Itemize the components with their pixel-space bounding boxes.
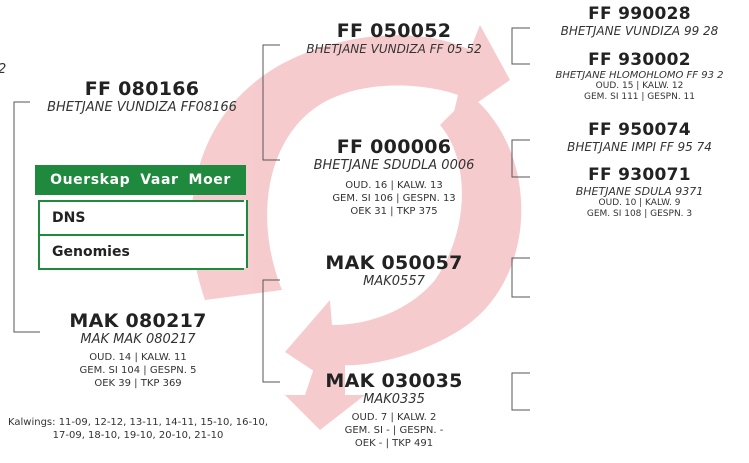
stat-line: GEM. SI 111 | GESPN. 11: [530, 92, 749, 103]
stat-line: GEM. SI 108 | GESPN. 3: [530, 209, 749, 220]
sire-sire-sire-code: FF 990028: [530, 4, 749, 24]
sire-sire-sire-name: BHETJANE VUNDIZA 99 28: [530, 24, 749, 38]
sire-code: FF 080166: [22, 78, 262, 100]
stat-line: OUD. 16 | KALW. 13: [278, 179, 510, 192]
calvings-line: Kalwings: 11-09, 12-12, 13-11, 14-11, 15…: [0, 416, 276, 429]
stat-line: OUD. 15 | KALW. 12: [530, 81, 749, 92]
parentage-header[interactable]: Ouerskap Vaar Moer: [35, 165, 246, 195]
calvings-line: 17-09, 18-10, 19-10, 20-10, 21-10: [0, 429, 276, 442]
dam-sire-node[interactable]: MAK 050057 MAK0557: [278, 252, 510, 289]
stat-line: OUD. 7 | KALW. 2: [278, 411, 510, 424]
stat-line: OUD. 10 | KALW. 9: [530, 198, 749, 209]
sire-dam-name: BHETJANE SDUDLA 0006: [278, 158, 510, 173]
sire-dam-sire-node[interactable]: FF 950074 BHETJANE IMPI FF 95 74: [530, 120, 749, 154]
panel-item-genomics[interactable]: Genomies: [40, 236, 242, 268]
sire-name: BHETJANE VUNDIZA FF08166: [22, 100, 262, 115]
dam-sire-name: MAK0557: [278, 274, 510, 289]
sire-sire-node[interactable]: FF 050052 BHETJANE VUNDIZA FF 05 52: [278, 20, 510, 56]
sire-dam-sire-code: FF 950074: [530, 120, 749, 140]
dam-name: MAK MAK 080217: [18, 332, 258, 347]
stat-line: OEK 31 | TKP 375: [278, 205, 510, 218]
panel-item-dna[interactable]: DNS: [40, 202, 242, 234]
sire-sire-dam-code: FF 930002: [530, 50, 749, 70]
cut-off-text: 2: [0, 62, 6, 77]
stat-line: GEM. SI 104 | GESPN. 5: [18, 364, 258, 377]
stat-line: GEM. SI 106 | GESPN. 13: [278, 192, 510, 205]
dam-node[interactable]: MAK 080217 MAK MAK 080217 OUD. 14 | KALW…: [18, 310, 258, 390]
sire-dam-node[interactable]: FF 000006 BHETJANE SDUDLA 0006 OUD. 16 |…: [278, 136, 510, 218]
dam-sire-code: MAK 050057: [278, 252, 510, 274]
stat-line: OEK - | TKP 491: [278, 437, 510, 450]
dam-dam-code: MAK 030035: [278, 370, 510, 392]
sire-dam-code: FF 000006: [278, 136, 510, 158]
stat-line: OEK 39 | TKP 369: [18, 377, 258, 390]
sire-sire-dam-node[interactable]: FF 930002 BHETJANE HLOMOHLOMO FF 93 2 OU…: [530, 50, 749, 103]
header-label-sire: Vaar: [140, 172, 178, 188]
dam-dam-node[interactable]: MAK 030035 MAK0335 OUD. 7 | KALW. 2 GEM.…: [278, 370, 510, 450]
sire-sire-sire-node[interactable]: FF 990028 BHETJANE VUNDIZA 99 28: [530, 4, 749, 38]
panel-divider: [38, 268, 244, 270]
sire-sire-dam-name: BHETJANE HLOMOHLOMO FF 93 2: [530, 70, 749, 81]
dam-code: MAK 080217: [18, 310, 258, 332]
stat-line: OUD. 14 | KALW. 11: [18, 351, 258, 364]
dam-dam-name: MAK0335: [278, 392, 510, 407]
sire-node[interactable]: FF 080166 BHETJANE VUNDIZA FF08166: [22, 78, 262, 115]
sire-sire-code: FF 050052: [278, 20, 510, 42]
header-label-parentage: Ouerskap: [50, 172, 130, 188]
sire-sire-name: BHETJANE VUNDIZA FF 05 52: [278, 42, 510, 56]
calvings-list: Kalwings: 11-09, 12-12, 13-11, 14-11, 15…: [0, 416, 276, 442]
stat-line: GEM. SI - | GESPN. -: [278, 424, 510, 437]
sire-dam-dam-code: FF 930071: [530, 165, 749, 185]
sire-dam-dam-node[interactable]: FF 930071 BHETJANE SDULA 9371 OUD. 10 | …: [530, 165, 749, 220]
sire-dam-sire-name: BHETJANE IMPI FF 95 74: [530, 140, 749, 154]
sire-dam-dam-name: BHETJANE SDULA 9371: [530, 185, 749, 198]
header-label-dam: Moer: [189, 172, 231, 188]
